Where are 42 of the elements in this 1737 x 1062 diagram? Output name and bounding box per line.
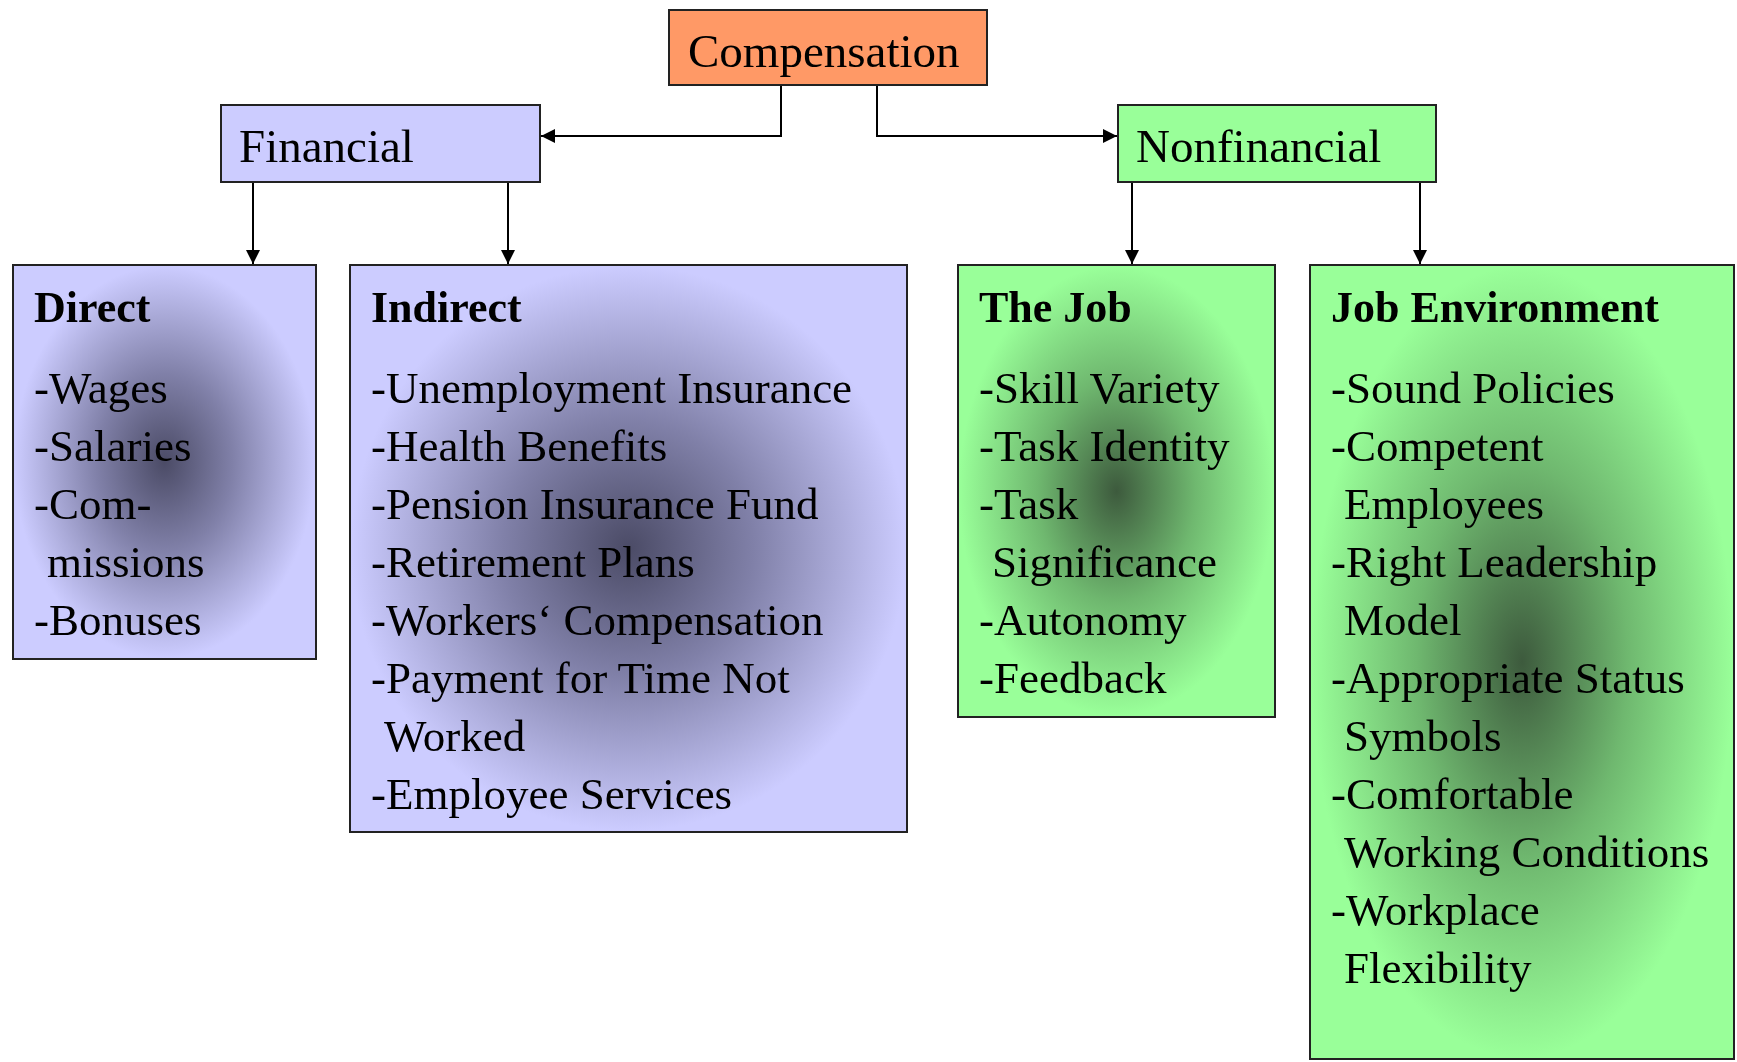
- list-item: -Salaries: [34, 420, 193, 473]
- list-item: -Bonuses: [34, 594, 203, 647]
- arrow: [246, 182, 260, 265]
- arrow: [501, 182, 515, 265]
- heading-box: [220, 104, 541, 183]
- arrow: [876, 85, 1118, 143]
- list-item: -Sound Policies: [1331, 362, 1616, 415]
- list-item: -Workplace Flexibility: [1331, 884, 1541, 995]
- arrow: [1125, 182, 1139, 265]
- arrow: [1413, 182, 1427, 265]
- list-item: -Wages: [34, 362, 169, 415]
- heading-text: Compensation: [688, 28, 960, 75]
- category-box: [12, 264, 317, 660]
- category-title: Indirect: [371, 282, 523, 333]
- list-item: -Com- missions: [34, 478, 206, 589]
- heading-text: Financial: [239, 123, 414, 170]
- list-item: -Unemployment Insurance: [371, 362, 854, 415]
- heading-box: [1117, 104, 1437, 183]
- heading-box: [668, 9, 988, 86]
- list-item: -Comfortable Working Conditions: [1331, 768, 1711, 879]
- category-title: Direct: [34, 282, 152, 333]
- heading-text: Nonfinancial: [1136, 123, 1382, 170]
- arrow: [540, 85, 782, 143]
- list-item: -Task Identity: [979, 420, 1231, 473]
- list-item: -Pension Insurance Fund: [371, 478, 820, 531]
- list-item: -Feedback: [979, 652, 1168, 705]
- list-item: -Task Significance: [979, 478, 1218, 589]
- category-box: [349, 264, 908, 833]
- category-title: The Job: [979, 282, 1133, 333]
- list-item: -Right Leadership Model: [1331, 536, 1659, 647]
- list-item: -Appropriate Status Symbols: [1331, 652, 1686, 763]
- list-item: -Employee Services: [371, 768, 734, 821]
- category-box: [957, 264, 1276, 718]
- category-title: Job Environment: [1331, 282, 1661, 333]
- list-item: -Retirement Plans: [371, 536, 696, 589]
- category-box: [1309, 264, 1735, 1060]
- list-item: -Skill Variety: [979, 362, 1221, 415]
- list-item: -Payment for Time Not Worked: [371, 652, 791, 763]
- list-item: -Competent Employees: [1331, 420, 1545, 531]
- list-item: -Workers‘ Compensation: [371, 594, 825, 647]
- list-item: -Autonomy: [979, 594, 1188, 647]
- list-item: -Health Benefits: [371, 420, 669, 473]
